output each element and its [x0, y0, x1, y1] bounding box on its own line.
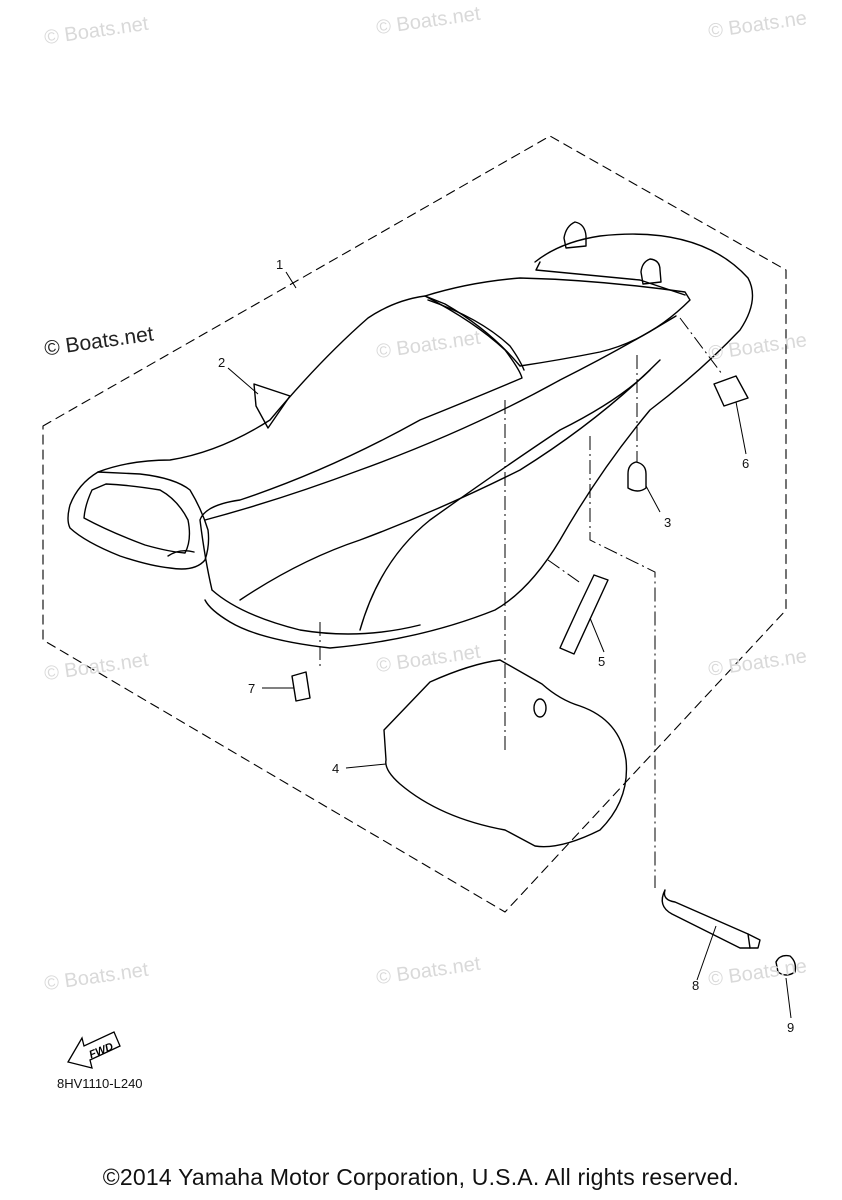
part-5-strip [559, 574, 609, 655]
callout-5: 5 [598, 654, 606, 669]
part-8-bolt [661, 889, 751, 949]
callout-7: 7 [248, 681, 256, 696]
part-6-pad [713, 375, 749, 407]
callout-4: 4 [332, 761, 340, 776]
callout-3: 3 [664, 515, 672, 530]
part-3-damper [627, 461, 647, 492]
callout-8: 8 [692, 978, 700, 993]
callout-6: 6 [742, 456, 750, 471]
callout-9: 9 [787, 1020, 795, 1035]
part-code: 8HV1110-L240 [57, 1076, 143, 1091]
part-7-clip [291, 671, 311, 702]
callout-2: 2 [218, 355, 226, 370]
fwd-label: FWD [87, 1041, 115, 1062]
seat [67, 221, 754, 649]
part-9-nut [775, 954, 797, 976]
part-2-label [253, 383, 291, 429]
part-4-mat [383, 659, 628, 848]
fwd-arrow-icon [67, 1031, 121, 1069]
callout-1: 1 [276, 257, 284, 272]
copyright-notice: ©2014 Yamaha Motor Corporation, U.S.A. A… [102, 1164, 740, 1190]
